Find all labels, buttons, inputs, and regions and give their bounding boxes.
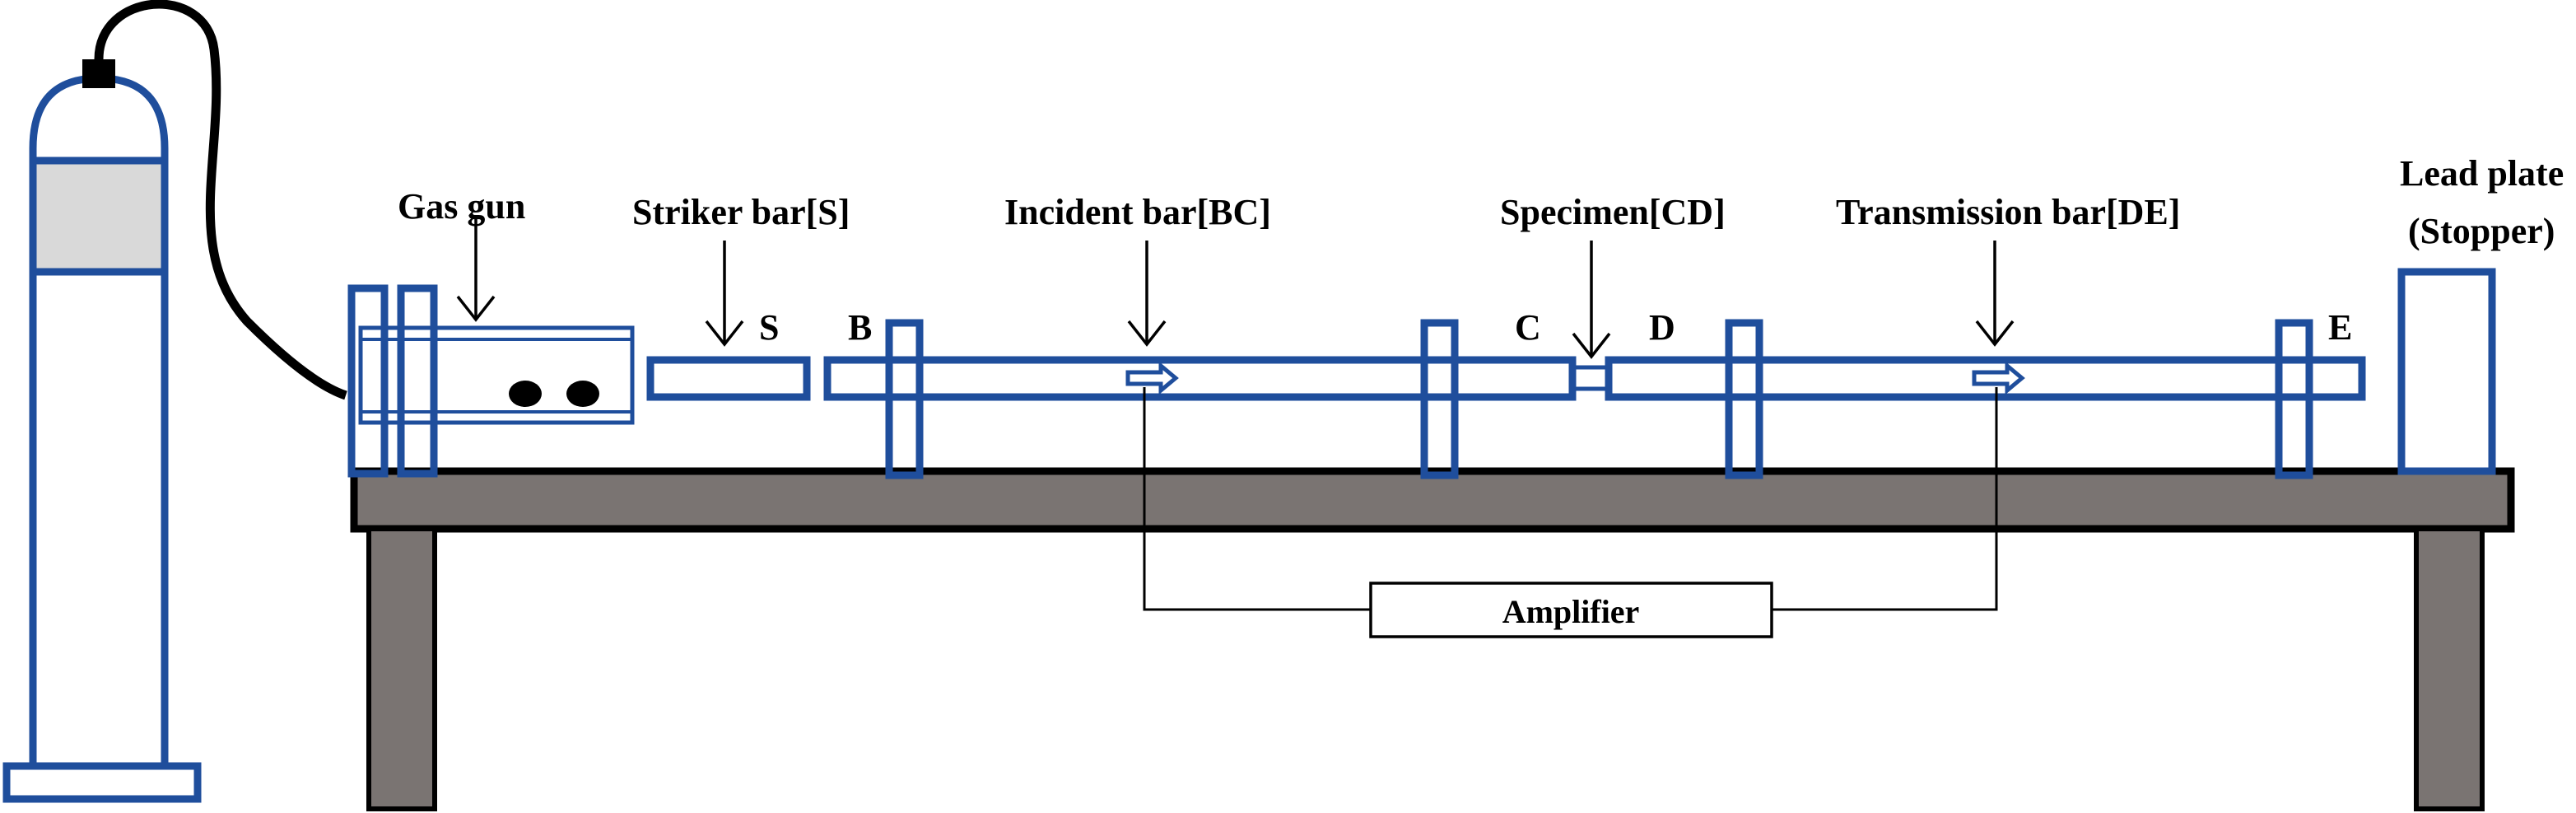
gas-gun — [347, 284, 635, 478]
incident-strain-gauge-icon — [1125, 361, 1179, 395]
cylinder-valve-icon — [82, 59, 115, 88]
point-b-label: B — [848, 307, 872, 348]
incident-bar — [823, 319, 1577, 479]
amplifier-box — [1369, 582, 1773, 638]
striker-bar — [646, 356, 811, 401]
gas-hose — [94, 0, 347, 400]
amplifier-wiring — [1143, 387, 1998, 611]
incident-bar-label: Incident bar[BC] — [1004, 192, 1271, 232]
transmission-strain-gauge-icon — [1972, 361, 2025, 395]
lead-plate-label: Lead plate — [2400, 153, 2564, 194]
striker-arrow — [705, 241, 744, 347]
gas-gun-label: Gas gun — [398, 186, 525, 227]
gas-cylinder — [2, 59, 202, 803]
stopper-label: (Stopper) — [2408, 211, 2555, 251]
specimen-arrow — [1572, 241, 1611, 359]
specimen-label: Specimen[CD] — [1500, 192, 1726, 232]
point-c-label: C — [1515, 307, 1541, 348]
point-e-label: E — [2328, 307, 2352, 348]
point-d-label: D — [1649, 307, 1675, 348]
striker-bar-label: Striker bar[S] — [632, 192, 850, 232]
transmission-bar — [1605, 319, 2366, 479]
incident-arrow — [1127, 241, 1167, 347]
transmission-arrow — [1975, 241, 2015, 347]
specimen — [1572, 365, 1609, 391]
transmission-bar-label: Transmission bar[DE] — [1836, 192, 2180, 232]
amplifier-label: Amplifier — [1502, 593, 1640, 630]
point-s-label: S — [759, 307, 779, 348]
table — [350, 467, 2515, 811]
gas-gun-arrow — [456, 216, 496, 322]
lead-plate-stopper — [2397, 268, 2496, 475]
